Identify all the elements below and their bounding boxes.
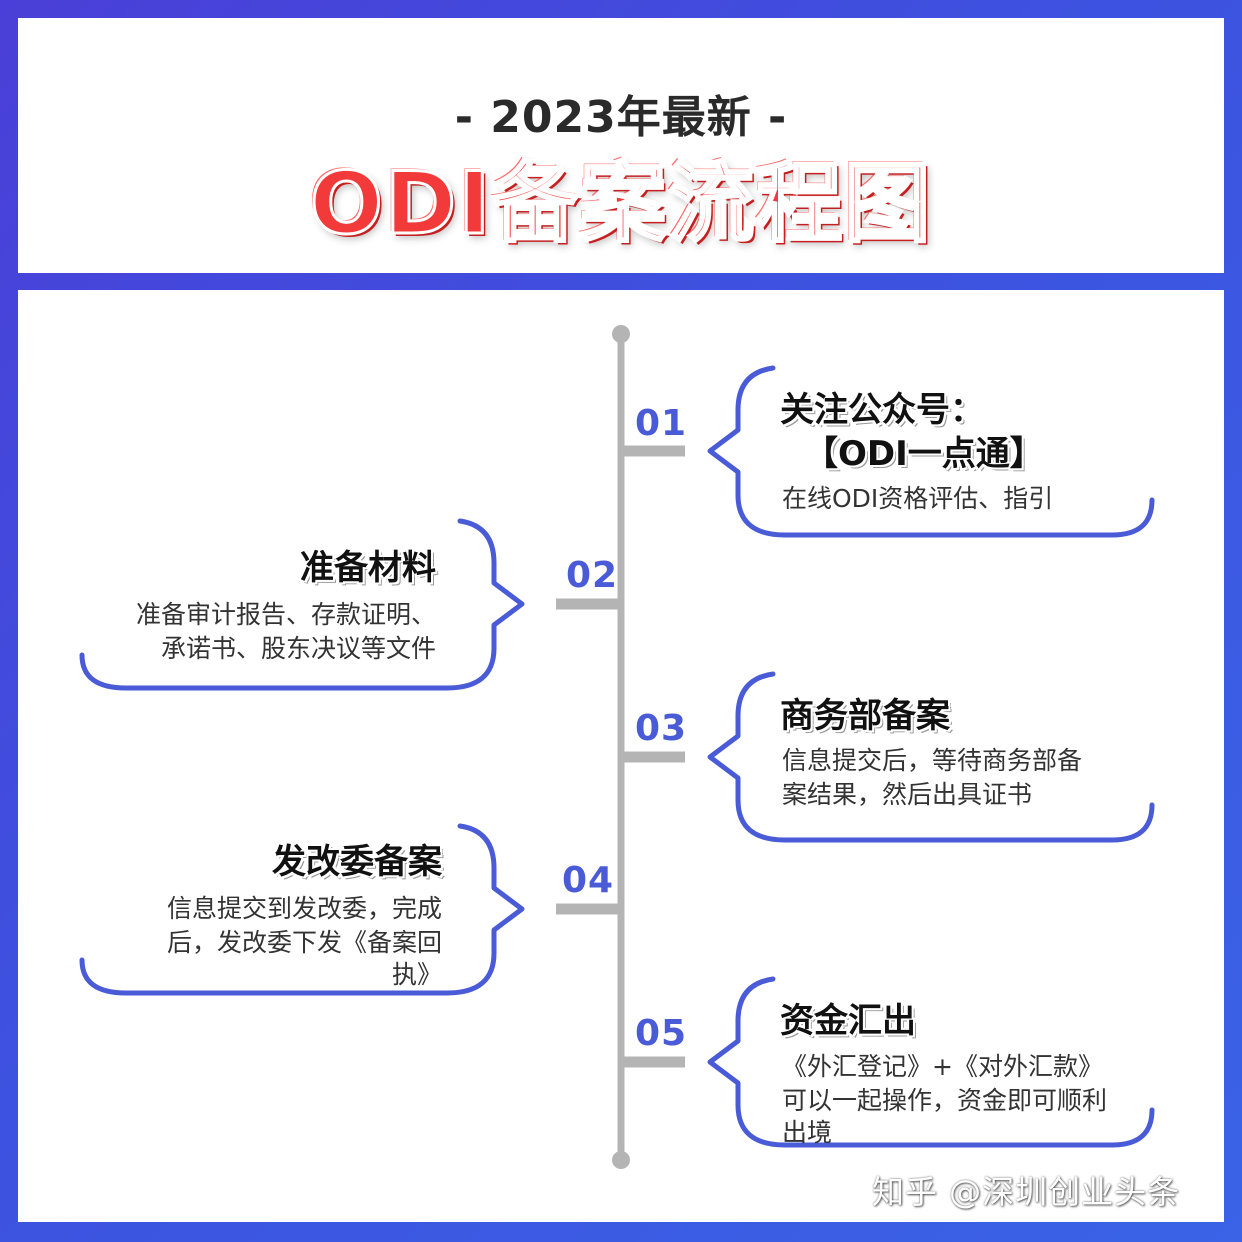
step-04-desc-line3: 执》 xyxy=(391,960,442,989)
step-05-desc-line3: 出境 xyxy=(782,1118,833,1147)
bracket-step-03 xyxy=(707,671,1155,843)
step-05-desc-line1: 《外汇登记》+《对外汇款》 xyxy=(782,1052,1103,1081)
step-01-desc: 在线ODI资格评估、指引 xyxy=(782,484,1054,513)
step-05-title: 资金汇出 xyxy=(780,1001,916,1041)
bracket-step-01 xyxy=(707,365,1155,538)
step-04-title: 发改委备案 xyxy=(272,842,442,882)
step-03-title: 商务部备案 xyxy=(780,696,950,736)
bracket-step-04 xyxy=(79,823,525,996)
step-number-04: 04 xyxy=(562,860,615,901)
step-number-03: 03 xyxy=(635,708,688,749)
step-number-05: 05 xyxy=(635,1013,688,1054)
page-subtitle: - 2023年最新 - xyxy=(454,92,788,143)
step-04-desc-line2: 后，发改委下发《备案回 xyxy=(166,928,442,957)
step-05-desc-line2: 可以一起操作，资金即可顺利 xyxy=(782,1086,1108,1115)
timeline-end-dot xyxy=(612,1151,630,1169)
step-04-desc-line1: 信息提交到发改委，完成 xyxy=(166,894,442,923)
step-01-title-line2: 【ODI一点通】 xyxy=(804,434,1044,474)
bracket-step-05 xyxy=(707,976,1155,1148)
timeline-start-dot xyxy=(612,325,630,343)
header-card: - 2023年最新 - ODI备案流程图 xyxy=(18,18,1224,273)
watermark-text: 知乎 @深圳创业头条 xyxy=(872,1173,1181,1211)
step-03-desc-line1: 信息提交后，等待商务部备 xyxy=(782,746,1083,775)
step-number-02: 02 xyxy=(566,555,619,596)
step-03-desc-line2: 案结果，然后出具证书 xyxy=(782,780,1033,809)
bracket-step-02 xyxy=(79,518,525,691)
step-02-desc-line2: 承诺书、股东决议等文件 xyxy=(160,634,436,663)
step-number-01: 01 xyxy=(635,403,688,444)
step-01-title-line1: 关注公众号： xyxy=(780,390,984,430)
page-title: ODI备案流程图 xyxy=(308,153,933,256)
step-02-title: 准备材料 xyxy=(300,548,436,588)
step-02-desc-line1: 准备审计报告、存款证明、 xyxy=(135,600,436,629)
